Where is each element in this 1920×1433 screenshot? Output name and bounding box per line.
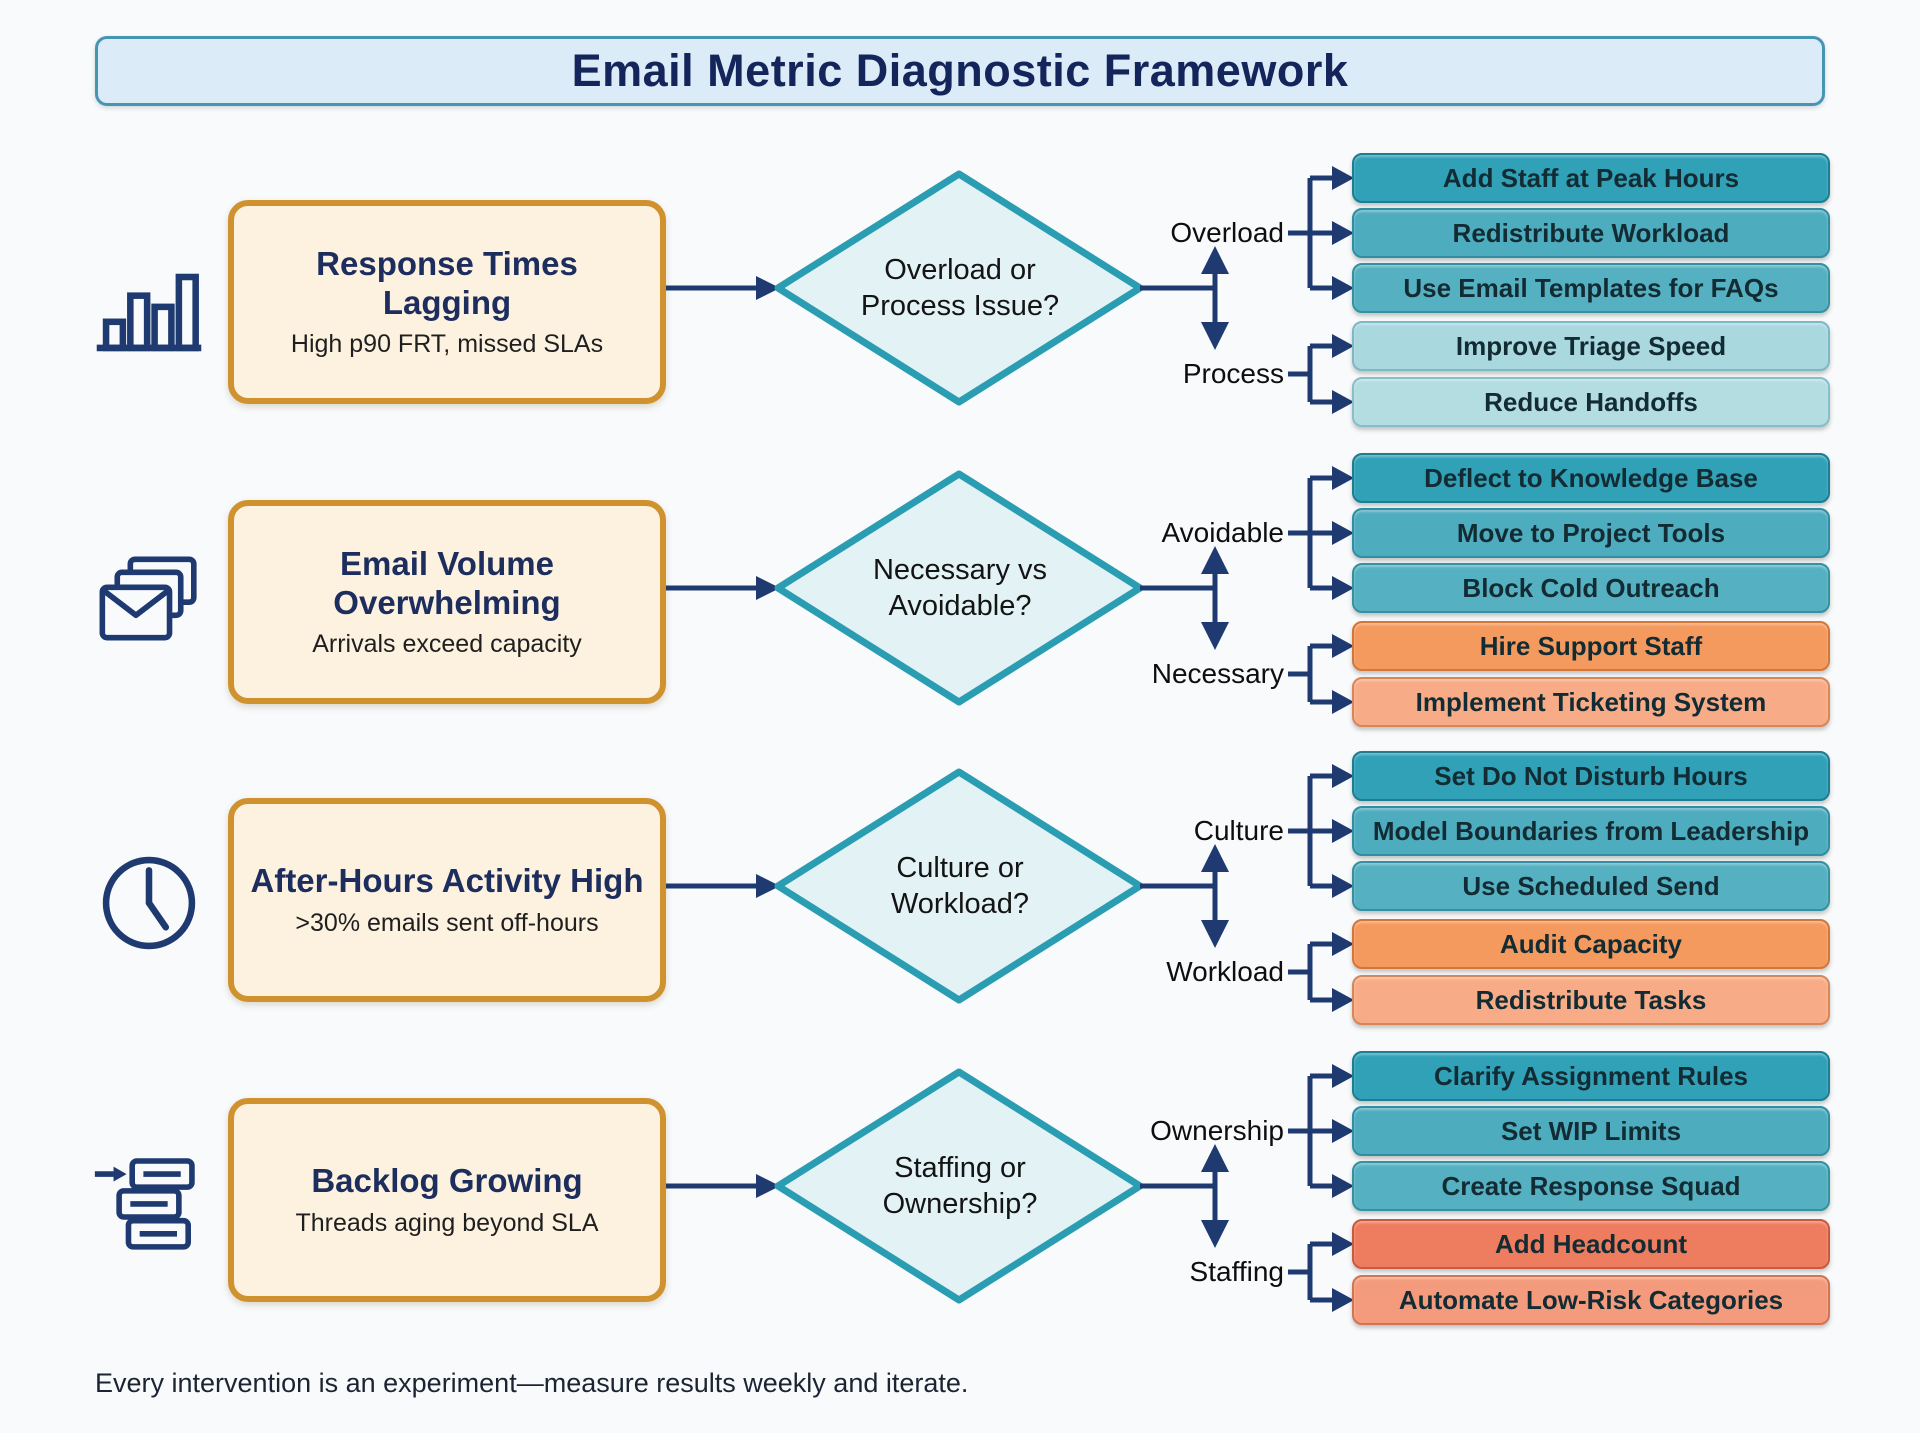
action-pill: Improve Triage Speed: [1352, 321, 1830, 371]
stacked-envelopes-icon: [88, 544, 210, 666]
problem-box: Backlog Growing Threads aging beyond SLA: [228, 1098, 666, 1302]
action-pill: Reduce Handoffs: [1352, 377, 1830, 427]
decision-diamond-label: Overload or Process Issue?: [860, 253, 1060, 322]
branch-label: Culture: [1193, 815, 1284, 846]
action-pill: Clarify Assignment Rules: [1352, 1051, 1830, 1101]
problem-subtitle: >30% emails sent off-hours: [295, 908, 599, 937]
action-pill: Set WIP Limits: [1352, 1106, 1830, 1156]
action-pill: Move to Project Tools: [1352, 508, 1830, 558]
page-title: Email Metric Diagnostic Framework: [571, 45, 1349, 96]
branch-label: Process: [1182, 358, 1284, 389]
title-bar: Email Metric Diagnostic Framework: [95, 36, 1825, 106]
problem-title: Backlog Growing: [311, 1162, 583, 1200]
action-pill: Use Email Templates for FAQs: [1352, 263, 1830, 313]
branch-label: Ownership: [1150, 1115, 1284, 1146]
decision-diamond-label: Staffing or Ownership?: [882, 1151, 1038, 1220]
action-pill: Automate Low-Risk Categories: [1352, 1275, 1830, 1325]
clock-icon: [88, 842, 210, 964]
action-pill: Deflect to Knowledge Base: [1352, 453, 1830, 503]
problem-subtitle: Arrivals exceed capacity: [312, 630, 582, 659]
problem-title: After-Hours Activity High: [250, 862, 644, 900]
problem-subtitle: Threads aging beyond SLA: [295, 1208, 599, 1237]
branch-label: Avoidable: [1161, 517, 1284, 548]
action-pill: Add Headcount: [1352, 1219, 1830, 1269]
action-pill: Block Cold Outreach: [1352, 563, 1830, 613]
branch-label: Staffing: [1189, 1256, 1284, 1287]
action-pill: Audit Capacity: [1352, 919, 1830, 969]
bar-chart-icon: [88, 244, 210, 366]
decision-diamond-label: Culture or Workload?: [890, 851, 1030, 920]
problem-box: Response Times Lagging High p90 FRT, mis…: [228, 200, 666, 404]
action-pill: Model Boundaries from Leadership: [1352, 806, 1830, 856]
problem-subtitle: High p90 FRT, missed SLAs: [290, 330, 604, 359]
problem-box: Email Volume Overwhelming Arrivals excee…: [228, 500, 666, 704]
problem-title: Email Volume Overwhelming: [333, 544, 561, 621]
action-pill: Add Staff at Peak Hours: [1352, 153, 1830, 203]
action-pill: Set Do Not Disturb Hours: [1352, 751, 1830, 801]
problem-title: Response Times Lagging: [316, 244, 578, 321]
action-pill: Redistribute Workload: [1352, 208, 1830, 258]
branch-label: Workload: [1166, 956, 1284, 987]
action-pill: Use Scheduled Send: [1352, 861, 1830, 911]
action-pill: Implement Ticketing System: [1352, 677, 1830, 727]
action-pill: Hire Support Staff: [1352, 621, 1830, 671]
branch-label: Necessary: [1151, 658, 1284, 689]
action-pill: Redistribute Tasks: [1352, 975, 1830, 1025]
backlog-stack-icon: [88, 1142, 210, 1264]
branch-label: Overload: [1170, 217, 1284, 248]
problem-box: After-Hours Activity High >30% emails se…: [228, 798, 666, 1002]
footer-note: Every intervention is an experiment—meas…: [95, 1368, 969, 1398]
decision-diamond-label: Necessary vs Avoidable?: [872, 553, 1048, 622]
action-pill: Create Response Squad: [1352, 1161, 1830, 1211]
